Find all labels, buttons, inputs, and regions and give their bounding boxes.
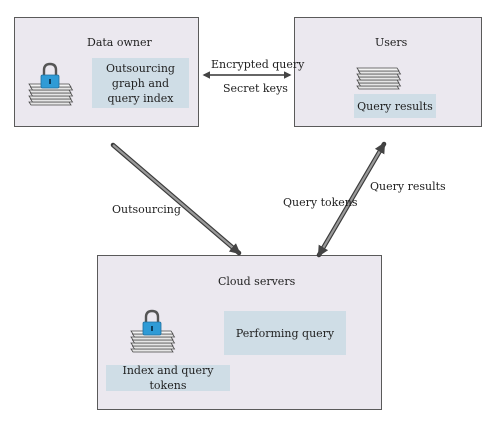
cloud-servers-title: Cloud servers — [218, 275, 296, 288]
encrypted-query-label: Encrypted query — [211, 58, 305, 71]
data-owner-content: Outsourcing graph and query index — [92, 58, 189, 108]
data-owner-node: Data owner Outsourcing graph and query i… — [14, 17, 199, 127]
secret-keys-label: Secret keys — [223, 82, 288, 95]
users-title: Users — [375, 36, 408, 49]
query-results-label: Query results — [370, 180, 446, 193]
outsourcing-arrow-outline — [110, 142, 242, 256]
outsourcing-label: Outsourcing — [112, 203, 181, 216]
cloud-stack-label: Index and query tokens — [106, 364, 230, 392]
cloud-servers-node: Cloud servers Performing query Index and… — [97, 255, 382, 410]
locked-document-stack-icon — [28, 62, 74, 106]
cloud-servers-content: Performing query — [224, 311, 346, 355]
data-owner-title: Data owner — [87, 36, 152, 49]
locked-document-stack-icon — [130, 309, 176, 353]
document-stack-icon — [356, 67, 402, 90]
users-content: Query results — [354, 94, 436, 118]
query-tokens-label: Query tokens — [283, 196, 358, 209]
users-node: Users Query results — [294, 17, 482, 127]
outsourcing-arrow — [112, 144, 241, 255]
